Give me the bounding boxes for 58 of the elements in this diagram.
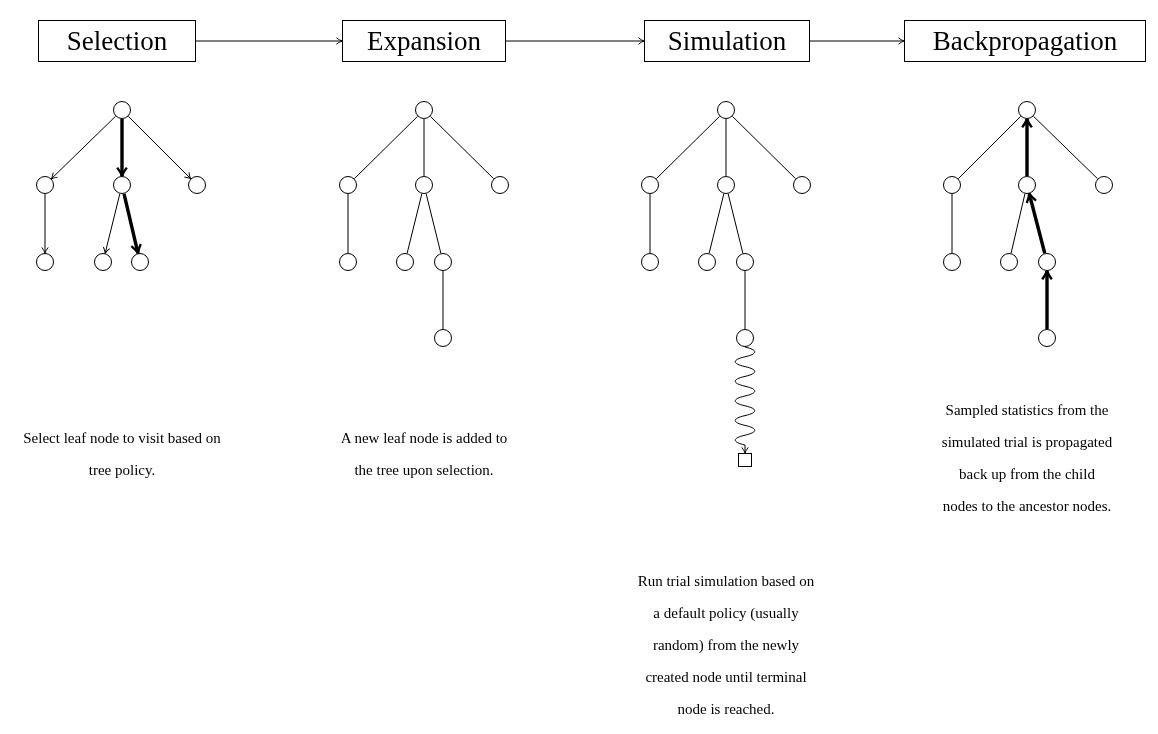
tree-node-circle xyxy=(698,253,716,271)
tree-node-circle xyxy=(641,253,659,271)
tree-node-circle xyxy=(1018,176,1036,194)
tree-node-circle xyxy=(415,176,433,194)
step-box: Simulation xyxy=(644,20,810,62)
tree-node-circle xyxy=(1038,329,1056,347)
tree-node-circle xyxy=(94,253,112,271)
step-description: Sampled statistics from the simulated trial is propagated back up from the child nodes to the ancestor nodes. xyxy=(941,401,1113,516)
tree-node-circle xyxy=(113,176,131,194)
tree-node-circle xyxy=(415,101,433,119)
tree-node-circle xyxy=(793,176,811,194)
connector-line xyxy=(744,270,746,330)
connector-line xyxy=(425,193,442,254)
tree-node-circle xyxy=(36,176,54,194)
connector-line xyxy=(1032,115,1099,180)
step-description: Select leaf node to visit based on tree policy. xyxy=(22,429,222,480)
tree-node-circle xyxy=(396,253,414,271)
tree-node-circle xyxy=(36,253,54,271)
tree-node-circle xyxy=(491,176,509,194)
connector-line xyxy=(731,115,797,180)
tree-node-circle xyxy=(434,253,452,271)
connector-line xyxy=(1010,193,1026,254)
connector-line xyxy=(951,193,953,254)
step-description: Run trial simulation based on a default policy (usually random) from the newly created node until terminal node is reached. xyxy=(636,572,816,719)
tree-node-circle xyxy=(1000,253,1018,271)
tree-node-circle xyxy=(736,253,754,271)
tree-node-circle xyxy=(736,329,754,347)
tree-node-circle xyxy=(434,329,452,347)
connector-line xyxy=(353,115,419,180)
connector-line xyxy=(708,193,725,254)
tree-node-circle xyxy=(131,253,149,271)
tree-node-circle xyxy=(1095,176,1113,194)
tree-node-circle xyxy=(641,176,659,194)
step-description: A new leaf node is added to the tree upon selection. xyxy=(339,429,509,480)
connector-line xyxy=(655,115,721,180)
connector-line xyxy=(442,270,444,330)
connector-line xyxy=(423,118,425,177)
connector-line xyxy=(649,193,651,254)
tree-node-circle xyxy=(339,253,357,271)
connector-line xyxy=(429,115,495,180)
step-box: Backpropagation xyxy=(904,20,1146,62)
step-box: Expansion xyxy=(342,20,506,62)
connector-line xyxy=(727,193,744,254)
tree-node-circle xyxy=(113,101,131,119)
connector-line xyxy=(406,193,423,254)
connector-line xyxy=(725,118,727,177)
tree-node-circle xyxy=(339,176,357,194)
terminal-node-square xyxy=(738,453,752,467)
tree-node-circle xyxy=(188,176,206,194)
step-box: Selection xyxy=(38,20,196,62)
tree-node-circle xyxy=(717,101,735,119)
tree-node-circle xyxy=(1018,101,1036,119)
tree-node-circle xyxy=(1038,253,1056,271)
tree-node-circle xyxy=(717,176,735,194)
tree-node-circle xyxy=(943,253,961,271)
tree-node-circle xyxy=(943,176,961,194)
connector-line xyxy=(957,115,1022,180)
connector-line xyxy=(347,193,349,254)
